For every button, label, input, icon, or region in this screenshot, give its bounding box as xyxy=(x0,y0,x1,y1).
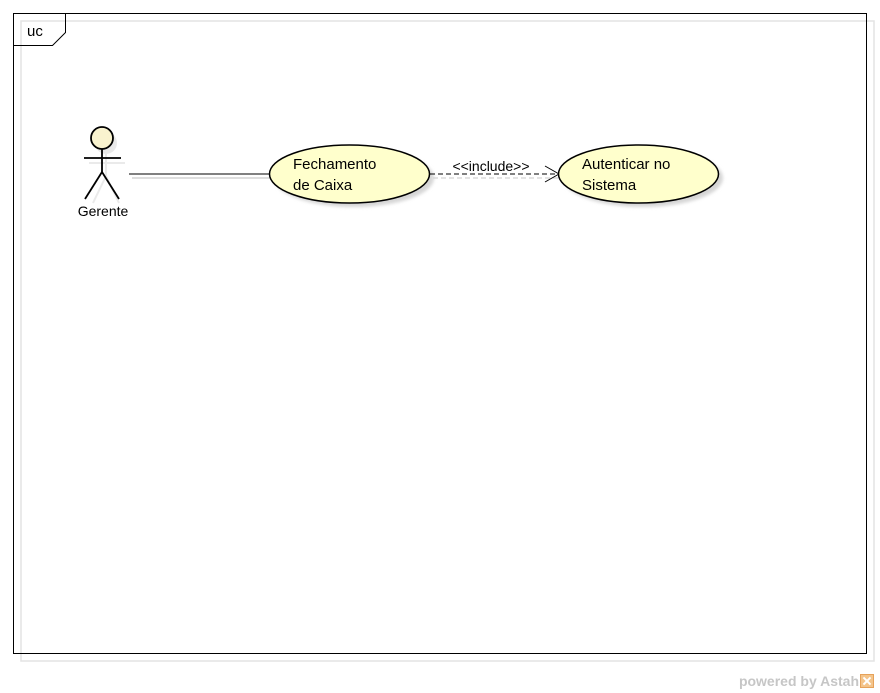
actor-head xyxy=(90,126,114,150)
use-case-ellipse xyxy=(268,144,431,204)
frame-shadow xyxy=(20,20,875,662)
use-case-label-line-1: Fechamento xyxy=(293,156,376,173)
frame-label-tab xyxy=(13,13,66,46)
actor-right-leg xyxy=(101,171,120,200)
use-case-label-line-1: Autenticar no xyxy=(582,156,670,173)
frame-label: uc xyxy=(27,23,43,40)
astah-logo-icon xyxy=(860,674,874,688)
use-case-label-line-2: Sistema xyxy=(582,177,637,194)
actor-left-leg xyxy=(84,171,103,200)
use-case-autenticar-no-sistema[interactable]: Autenticar no Sistema xyxy=(557,144,724,207)
diagram-frame[interactable] xyxy=(13,13,867,654)
actor-gerente[interactable]: Gerente xyxy=(78,126,129,219)
actor-name: Gerente xyxy=(78,203,129,219)
include-stereotype: <<include>> xyxy=(452,158,529,174)
watermark-text: powered by Astah xyxy=(738,673,859,689)
use-case-ellipse xyxy=(557,144,720,204)
use-case-fechamento-de-caixa[interactable]: Fechamento de Caixa xyxy=(268,144,435,207)
astah-watermark: powered by Astah xyxy=(739,673,874,689)
use-case-label-line-2: de Caixa xyxy=(293,177,353,194)
include-dependency[interactable]: <<include>> xyxy=(430,158,562,183)
